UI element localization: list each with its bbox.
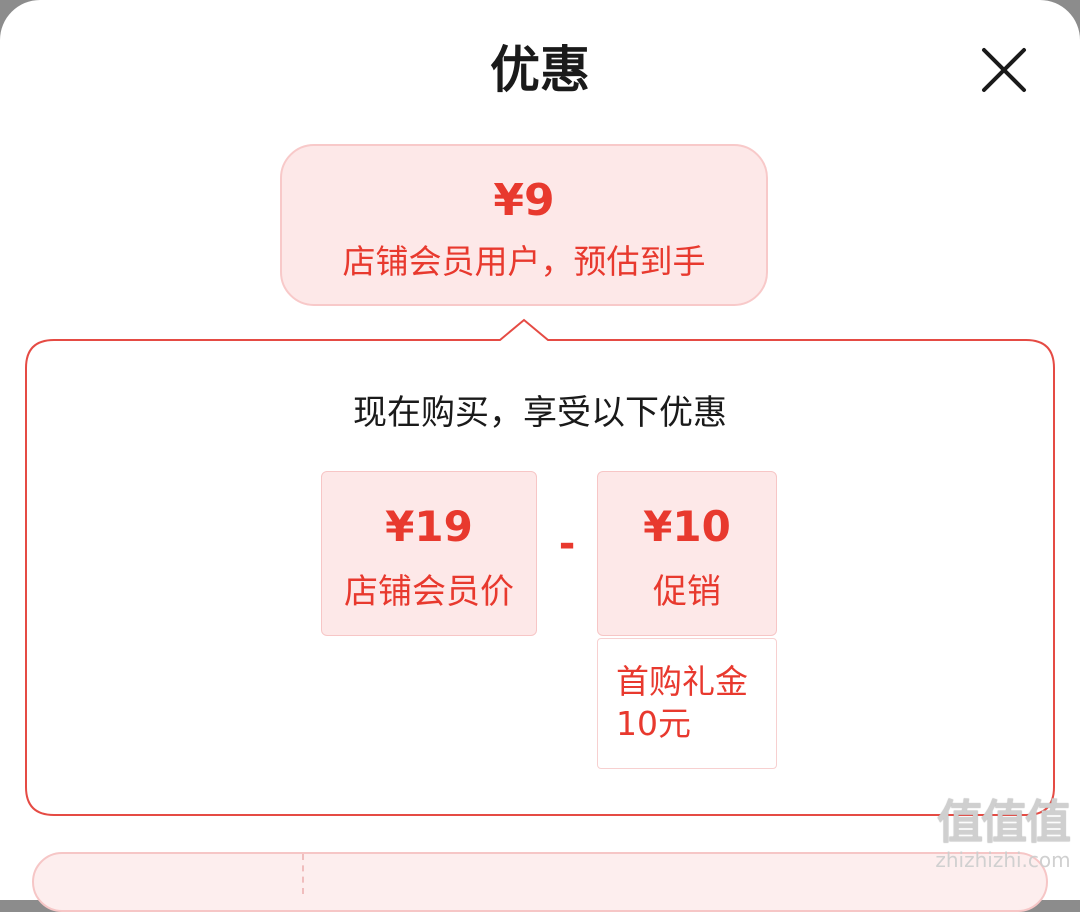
member-price-chip: ¥19 店铺会员价: [321, 471, 537, 636]
dialog-title: 优惠: [490, 41, 590, 99]
promotion-value: ¥10: [643, 502, 731, 551]
member-price-value: ¥19: [385, 502, 473, 551]
watermark-url: zhizhizhi.com: [935, 848, 1071, 872]
promotion-label: 促销: [653, 572, 721, 612]
promotion-chip: ¥10 促销: [597, 471, 777, 636]
member-price-label: 店铺会员价: [344, 572, 514, 612]
coupon-divider: [302, 854, 304, 894]
watermark-logo: 值值值: [937, 795, 1071, 849]
close-button[interactable]: [972, 38, 1036, 102]
close-icon[interactable]: [972, 38, 1036, 102]
watermark: 值值值 zhizhizhi.com: [928, 795, 1078, 875]
next-coupon-card[interactable]: [32, 852, 1048, 912]
discount-heading: 现在购买，享受以下优惠: [353, 393, 727, 433]
minus-sign: -: [558, 521, 576, 567]
discount-panel-border: [25, 318, 1055, 816]
first-purchase-gift-text: 首购礼金10元: [616, 662, 748, 743]
estimated-price-box: ¥9 店铺会员用户，预估到手: [280, 144, 768, 306]
estimated-price-label: 店铺会员用户，预估到手: [342, 242, 706, 281]
first-purchase-gift-box: 首购礼金10元: [597, 638, 777, 769]
estimated-price: ¥9: [493, 175, 555, 226]
